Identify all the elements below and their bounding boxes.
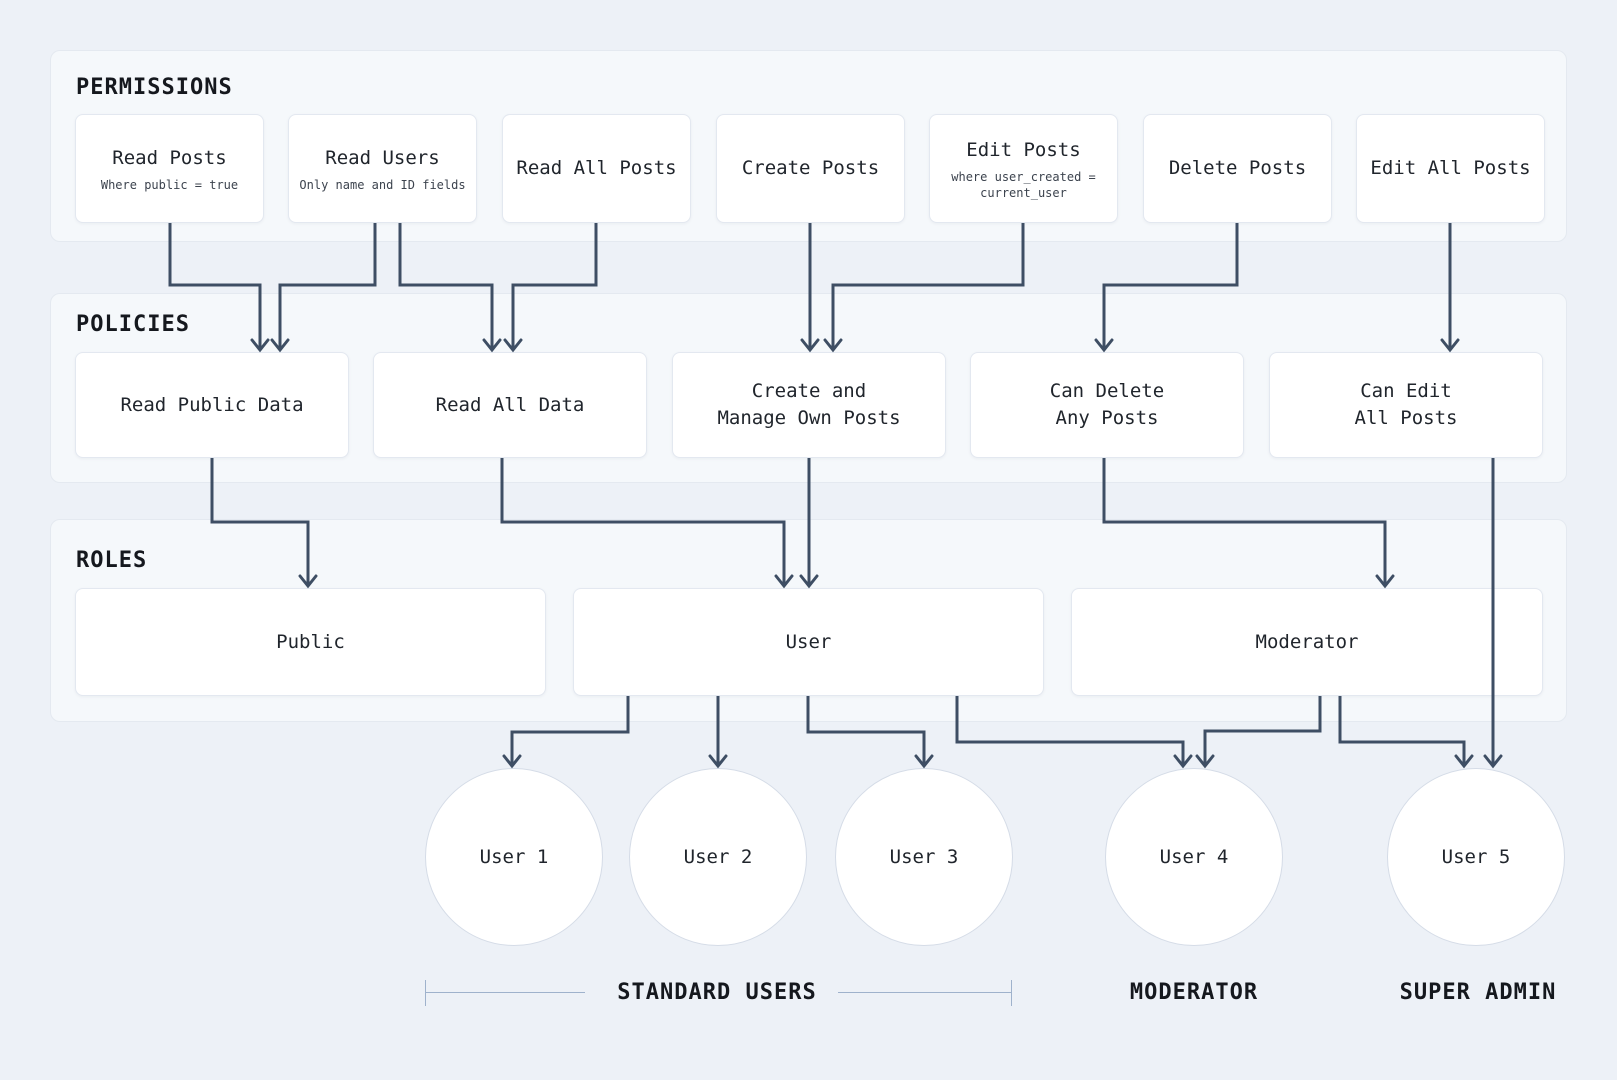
- standard-users-bracket-right-line: [838, 992, 1011, 993]
- permission-label: Edit All Posts: [1370, 157, 1531, 179]
- permission-box-edit-posts: Edit Posts where user_created = current_…: [929, 114, 1118, 223]
- permission-label: Read Users: [325, 146, 440, 169]
- roles-heading: ROLES: [76, 548, 148, 573]
- user-label: User 5: [1441, 846, 1511, 868]
- policy-label: Can Delete: [1049, 380, 1165, 402]
- permission-condition-line2: current_user: [980, 185, 1067, 200]
- user-circle-2: User 2: [629, 768, 807, 946]
- permission-box-delete-posts: Delete Posts: [1143, 114, 1332, 223]
- policy-box-create-manage-own-posts: Create and Manage Own Posts: [672, 352, 946, 458]
- permission-label: Read All Posts: [516, 157, 677, 179]
- user-label: User 4: [1159, 846, 1229, 868]
- policy-label-line2: All Posts: [1354, 407, 1458, 429]
- role-box-public: Public: [75, 588, 546, 696]
- user-label: User 2: [683, 846, 753, 868]
- policy-label: Can Edit: [1360, 380, 1452, 402]
- policy-box-can-edit-all-posts: Can Edit All Posts: [1269, 352, 1543, 458]
- group-label-standard-users: STANDARD USERS: [617, 980, 817, 1005]
- role-label: Moderator: [1255, 630, 1359, 653]
- role-box-moderator: Moderator: [1071, 588, 1543, 696]
- user-circle-5: User 5: [1387, 768, 1565, 946]
- role-box-user: User: [573, 588, 1044, 696]
- permission-label: Delete Posts: [1168, 157, 1307, 179]
- permission-box-read-posts: Read Posts Where public = true: [75, 114, 264, 223]
- policies-heading: POLICIES: [76, 312, 190, 337]
- group-label-super-admin: SUPER ADMIN: [1399, 980, 1557, 1005]
- permission-box-read-all-posts: Read All Posts: [502, 114, 691, 223]
- standard-users-bracket-right-tick: [1011, 980, 1012, 1006]
- group-label-moderator: MODERATOR: [1129, 980, 1259, 1005]
- permission-box-create-posts: Create Posts: [716, 114, 905, 223]
- user-label: User 3: [889, 846, 959, 868]
- user-circle-3: User 3: [835, 768, 1013, 946]
- policy-box-read-all-data: Read All Data: [373, 352, 647, 458]
- policy-label-line2: Manage Own Posts: [717, 407, 901, 429]
- permission-condition: Only name and ID fields: [299, 177, 466, 192]
- role-label: User: [785, 630, 832, 653]
- permission-box-edit-all-posts: Edit All Posts: [1356, 114, 1545, 223]
- permission-label: Create Posts: [741, 157, 880, 179]
- user-label: User 1: [479, 846, 549, 868]
- policy-box-can-delete-any-posts: Can Delete Any Posts: [970, 352, 1244, 458]
- policy-label-line2: Any Posts: [1055, 407, 1159, 429]
- permission-condition: where user_created =: [951, 169, 1096, 184]
- standard-users-bracket-left-tick: [425, 980, 426, 1006]
- standard-users-bracket-left-line: [425, 992, 585, 993]
- user-circle-1: User 1: [425, 768, 603, 946]
- policy-label: Create and: [751, 380, 867, 402]
- policy-label: Read Public Data: [120, 393, 304, 416]
- policy-box-read-public-data: Read Public Data: [75, 352, 349, 458]
- permission-condition: Where public = true: [100, 177, 239, 192]
- policy-label: Read All Data: [435, 393, 585, 416]
- permission-box-read-users: Read Users Only name and ID fields: [288, 114, 477, 223]
- role-label: Public: [276, 630, 345, 653]
- permission-label: Read Posts: [112, 146, 227, 169]
- permission-label: Edit Posts: [966, 138, 1081, 161]
- user-circle-4: User 4: [1105, 768, 1283, 946]
- permissions-heading: PERMISSIONS: [76, 75, 233, 100]
